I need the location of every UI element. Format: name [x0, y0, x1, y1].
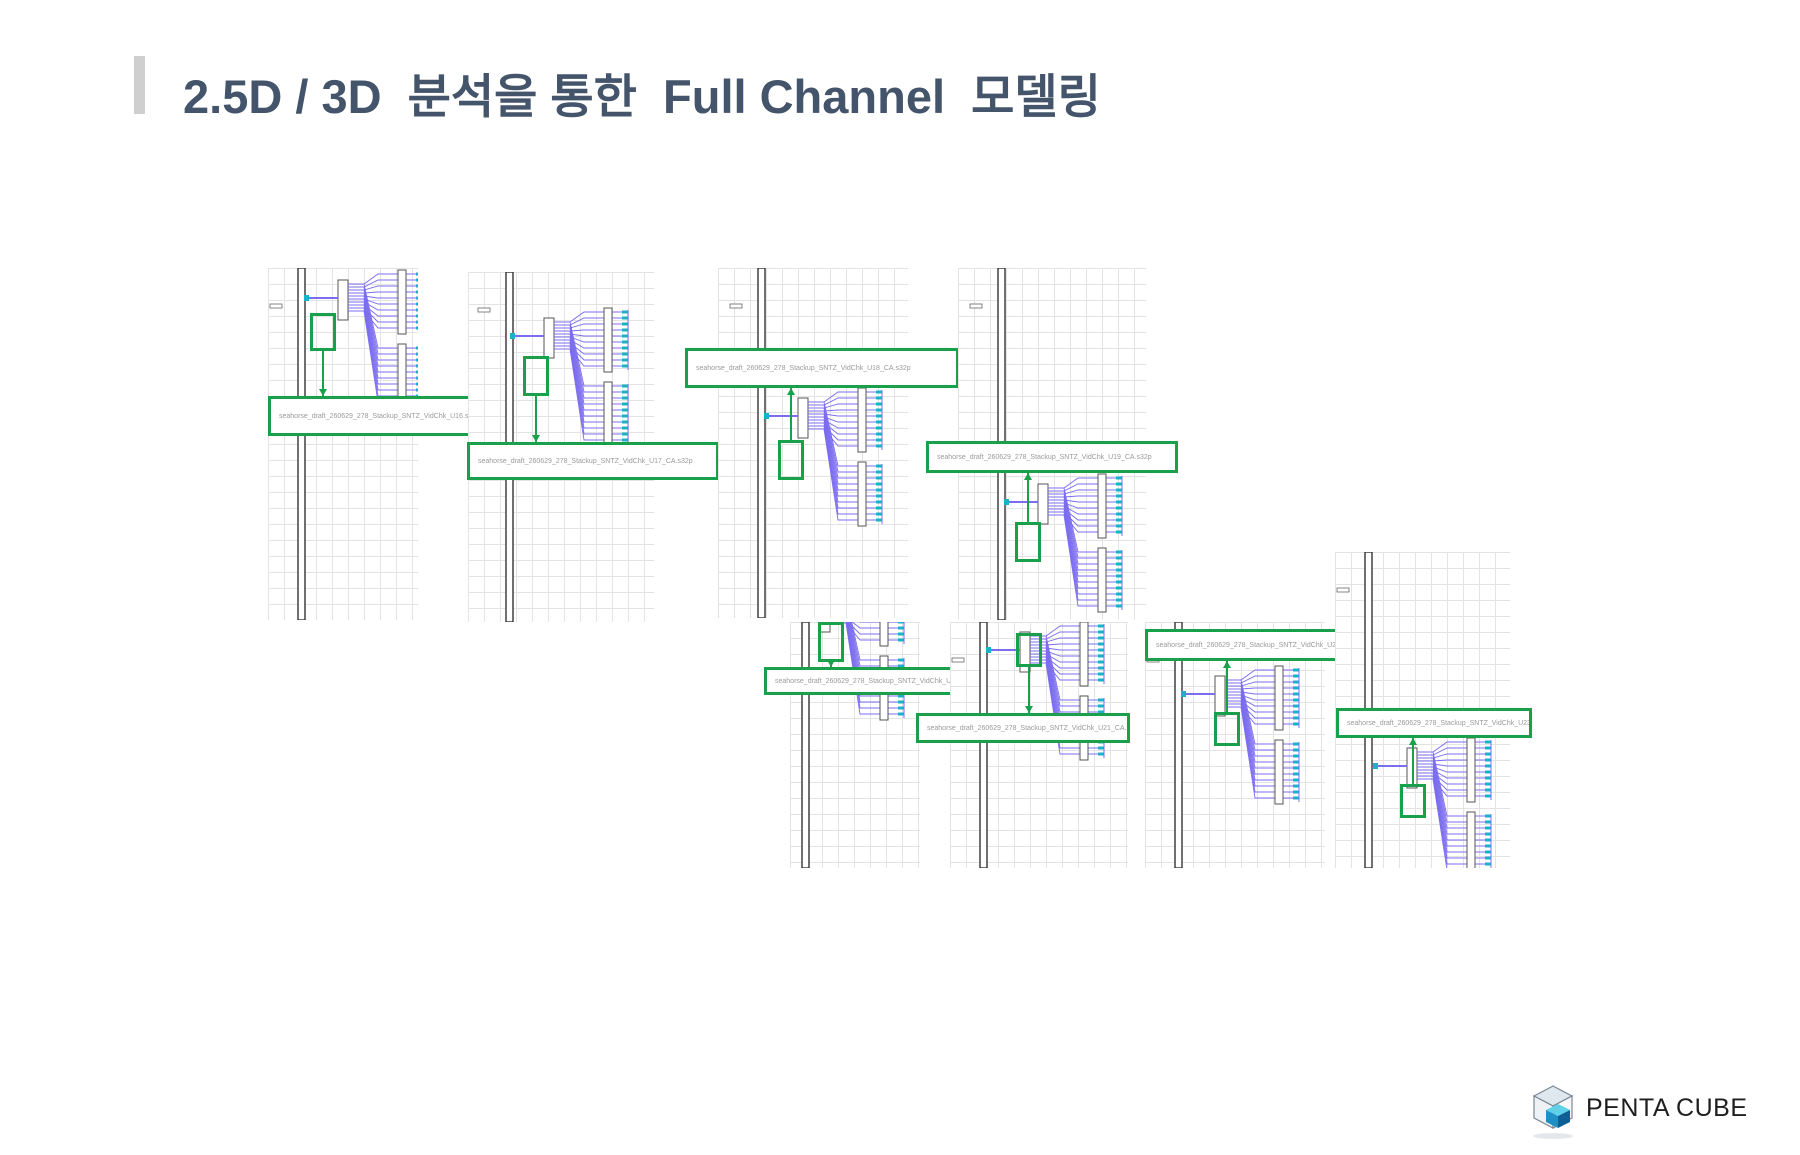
model-file-callout: seahorse_draft_260629_278_Stackup_SNTZ_V… — [926, 441, 1178, 473]
model-file-callout: seahorse_draft_260629_278_Stackup_SNTZ_V… — [1145, 629, 1361, 661]
connector-arrow — [532, 396, 540, 442]
model-file-callout: seahorse_draft_260629_278_Stackup_SNTZ_V… — [685, 348, 959, 388]
connector-arrow — [319, 351, 327, 396]
company-logo: PENTA CUBE — [1528, 1080, 1788, 1140]
connector-arrow — [827, 660, 835, 667]
schematic-drawing — [1146, 622, 1300, 868]
model-file-label: seahorse_draft_260629_278_Stackup_SNTZ_V… — [478, 457, 693, 465]
model-file-callout: seahorse_draft_260629_278_Stackup_SNTZ_V… — [268, 396, 482, 436]
connector-arrow — [1025, 667, 1033, 713]
port-highlight-marker — [818, 622, 844, 662]
model-file-label: seahorse_draft_260629_278_Stackup_SNTZ_V… — [279, 412, 477, 420]
model-file-label: seahorse_draft_260629_278_Stackup_SNTZ_V… — [775, 677, 952, 685]
model-file-label: seahorse_draft_260629_278_Stackup_SNTZ_V… — [1347, 719, 1531, 727]
model-file-label: seahorse_draft_260629_278_Stackup_SNTZ_V… — [1156, 641, 1361, 649]
cube-logo-icon — [1532, 1085, 1574, 1139]
schematic-drawing — [269, 268, 418, 620]
page-title: 2.5D / 3D 분석을 통한 Full Channel 모델링 — [183, 70, 1101, 123]
model-file-label: seahorse_draft_260629_278_Stackup_SNTZ_V… — [696, 364, 911, 372]
schematic-panel — [718, 268, 908, 618]
schematic-panel — [268, 268, 418, 620]
model-file-label: seahorse_draft_260629_278_Stackup_SNTZ_V… — [937, 453, 1152, 461]
model-file-callout: seahorse_draft_260629_278_Stackup_SNTZ_V… — [916, 713, 1130, 743]
port-highlight-marker — [310, 313, 336, 351]
connector-arrow — [1409, 738, 1417, 784]
schematic-panel — [790, 622, 920, 868]
logo-text: PENTA CUBE — [1586, 1094, 1748, 1122]
connector-arrow — [787, 388, 795, 440]
model-file-callout: seahorse_draft_260629_278_Stackup_SNTZ_V… — [764, 667, 954, 695]
port-highlight-marker — [1015, 522, 1041, 562]
connector-arrow — [1024, 473, 1032, 522]
port-highlight-marker — [1400, 784, 1426, 818]
port-highlight-marker — [1214, 712, 1240, 746]
schematic-drawing — [729, 268, 883, 618]
port-highlight-marker — [523, 356, 549, 396]
model-file-callout: seahorse_draft_260629_278_Stackup_SNTZ_V… — [467, 442, 719, 480]
schematic-drawing — [801, 622, 905, 868]
port-highlight-marker — [1016, 633, 1042, 667]
model-file-callout: seahorse_draft_260629_278_Stackup_SNTZ_V… — [1336, 708, 1532, 738]
model-file-label: seahorse_draft_260629_278_Stackup_SNTZ_V… — [927, 724, 1130, 732]
port-highlight-marker — [778, 440, 804, 480]
connector-arrow — [1223, 661, 1231, 712]
title-accent-bar — [134, 56, 145, 114]
